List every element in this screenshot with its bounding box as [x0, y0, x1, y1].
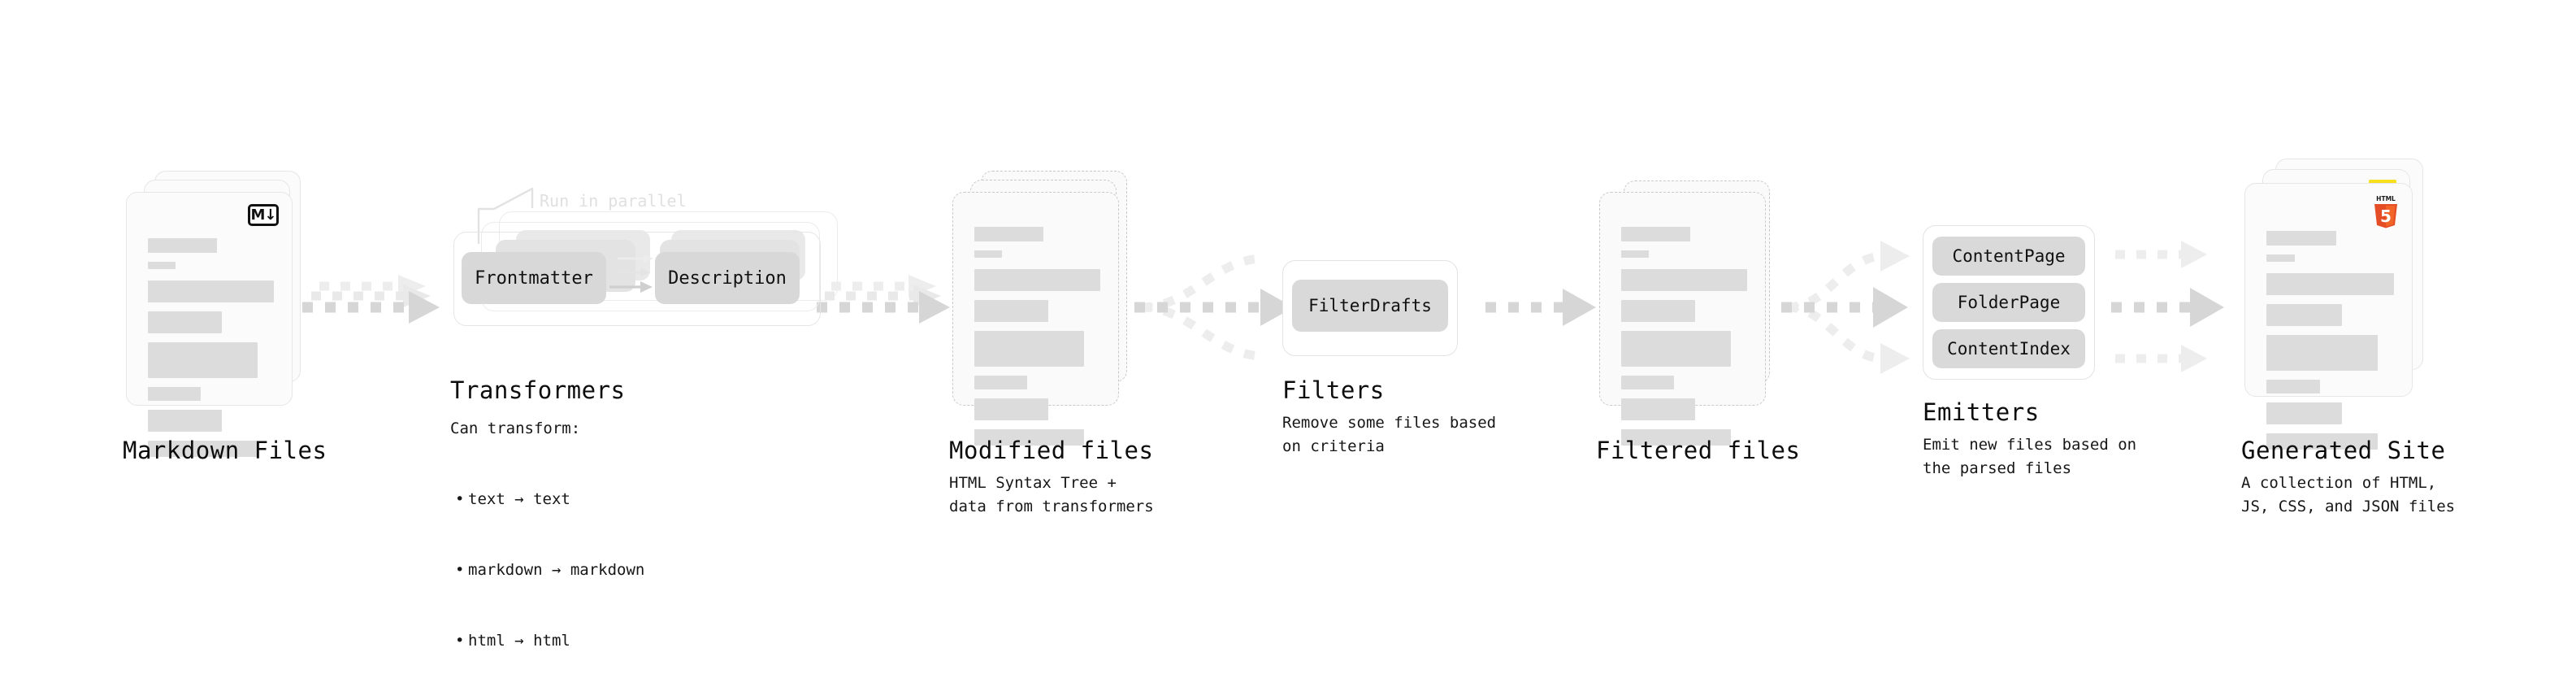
- skeleton-bar: [148, 410, 223, 432]
- list-item: •markdown → markdown: [455, 561, 645, 579]
- markdown-icon-front: M↓: [248, 204, 279, 226]
- skeleton-bar: [1621, 250, 1650, 258]
- generated-site-subtitle: A collection of HTML, JS, CSS, and JSON …: [2241, 474, 2456, 515]
- transformers-subtitle: Can transform:: [450, 420, 581, 437]
- stage-markdown-files: M↓ M↓ M↓: [123, 171, 327, 464]
- transformer-inner-arrows: [609, 254, 653, 293]
- arrow-filtered-files-to-emitters: [1781, 241, 1910, 374]
- arrow-markdown-to-transformers: [302, 275, 440, 324]
- document-card-front: HTML 5: [2244, 183, 2413, 450]
- document-card-front: M↓: [126, 192, 293, 457]
- skeleton-bar: [148, 342, 258, 378]
- stage-title-modified-files: Modified files: [949, 437, 1154, 464]
- skeleton-bar: [2266, 254, 2295, 262]
- transformer-pill-frontmatter[interactable]: Frontmatter: [462, 252, 606, 304]
- skeleton-bar: [148, 280, 274, 302]
- modified-files-subtitle: HTML Syntax Tree + data from transformer…: [949, 474, 1154, 515]
- skeleton-bar: [1621, 331, 1731, 367]
- emitter-pill-contentpage[interactable]: ContentPage: [1932, 237, 2085, 276]
- skeleton-bar: [974, 227, 1044, 241]
- skeleton-bar: [1621, 376, 1675, 389]
- list-item: •text → text: [455, 490, 570, 508]
- modified-file-stack: [952, 171, 1127, 446]
- skeleton-bar: [974, 398, 1049, 420]
- document-skeleton: [1621, 227, 1747, 454]
- skeleton-bar: [2266, 402, 2342, 424]
- emitter-pill-label: FolderPage: [1957, 293, 2061, 312]
- skeleton-bar: [1621, 398, 1696, 420]
- transformer-pill-description[interactable]: Description: [655, 252, 800, 304]
- skeleton-bar: [974, 429, 1084, 446]
- html5-icon: HTML 5: [2371, 194, 2400, 232]
- emitter-pill-folderpage[interactable]: FolderPage: [1932, 283, 2085, 322]
- stage-filtered-files: Filtered files: [1596, 171, 1800, 464]
- list-item: •html → html: [455, 632, 570, 650]
- transformers-bullet-list: •text → text •markdown → markdown •html …: [455, 441, 644, 700]
- generated-site-stack: CSS HTML 5: [2244, 159, 2427, 450]
- bullet-label: html → html: [468, 632, 570, 650]
- markdown-file-stack: M↓ M↓ M↓: [126, 171, 301, 457]
- skeleton-bar: [148, 311, 223, 333]
- skeleton-bar: [1621, 429, 1731, 446]
- arrow-transformers-to-modified-files: [817, 275, 950, 324]
- stage-title-filtered-files: Filtered files: [1596, 437, 1801, 464]
- filters-subtitle: Remove some files based on criteria: [1282, 414, 1497, 455]
- skeleton-bar: [1621, 227, 1691, 241]
- skeleton-bar: [974, 250, 1003, 258]
- filtered-file-stack: [1599, 171, 1774, 446]
- skeleton-bar: [148, 262, 176, 269]
- stage-modified-files: Modified files HTML Syntax Tree + data f…: [949, 171, 1154, 515]
- skeleton-bar: [974, 331, 1084, 367]
- skeleton-bar: [148, 387, 202, 401]
- skeleton-bar: [2266, 433, 2378, 450]
- svg-text:HTML: HTML: [2376, 195, 2396, 202]
- stage-title-emitters: Emitters: [1923, 398, 2040, 426]
- stage-generated-site: CSS HTML 5: [2241, 159, 2455, 515]
- html5-icon-svg: HTML 5: [2374, 195, 2397, 228]
- transformer-pill-label: Description: [668, 267, 787, 289]
- bullet-label: markdown → markdown: [468, 561, 645, 579]
- bullet-label: text → text: [468, 490, 570, 508]
- skeleton-bar: [974, 269, 1100, 291]
- emitter-pill-label: ContentIndex: [1947, 339, 2071, 359]
- document-card-front: [952, 192, 1119, 446]
- skeleton-bar: [2266, 380, 2320, 393]
- emitter-pill-contentindex[interactable]: ContentIndex: [1932, 329, 2085, 368]
- transformer-pill-label: Frontmatter: [475, 267, 593, 289]
- document-skeleton: [2266, 231, 2394, 459]
- stage-title-filters: Filters: [1282, 376, 1385, 404]
- svg-text:5: 5: [2380, 207, 2392, 226]
- arrow-modified-files-to-filters: [1134, 254, 1294, 361]
- skeleton-bar: [2266, 231, 2337, 246]
- stage-title-transformers: Transformers: [450, 376, 626, 404]
- skeleton-bar: [2266, 304, 2342, 326]
- skeleton-bar: [974, 300, 1049, 322]
- emitter-pill-label: ContentPage: [1952, 246, 2066, 266]
- emitters-subtitle: Emit new files based on the parsed files: [1923, 436, 2137, 477]
- document-skeleton: [974, 227, 1100, 454]
- arrow-layer: [302, 187, 2224, 374]
- transformer-group-box: [453, 232, 821, 326]
- pipeline-diagram: M↓ M↓ M↓: [123, 159, 2455, 650]
- stage-title-markdown-files: Markdown Files: [123, 437, 327, 464]
- run-in-parallel-bracket: [477, 187, 534, 244]
- filter-pill-filterdrafts[interactable]: FilterDrafts: [1292, 280, 1448, 332]
- skeleton-bar: [2266, 335, 2378, 371]
- stage-title-generated-site: Generated Site: [2241, 437, 2446, 464]
- arrow-filters-to-filtered-files: [1485, 289, 1596, 326]
- document-skeleton: [148, 238, 274, 466]
- skeleton-bar: [1621, 269, 1747, 291]
- skeleton-bar: [2266, 273, 2394, 295]
- document-card-front: [1599, 192, 1766, 446]
- markdown-badge-glyph: M↓: [248, 204, 279, 226]
- filter-pill-label: FilterDrafts: [1308, 296, 1432, 315]
- arrow-emitters-to-generated-site: [2111, 241, 2224, 372]
- skeleton-bar: [974, 376, 1028, 389]
- skeleton-bar: [1621, 300, 1696, 322]
- run-in-parallel-annotation: Run in parallel: [540, 191, 687, 211]
- skeleton-bar: [148, 441, 258, 457]
- skeleton-bar: [148, 238, 218, 253]
